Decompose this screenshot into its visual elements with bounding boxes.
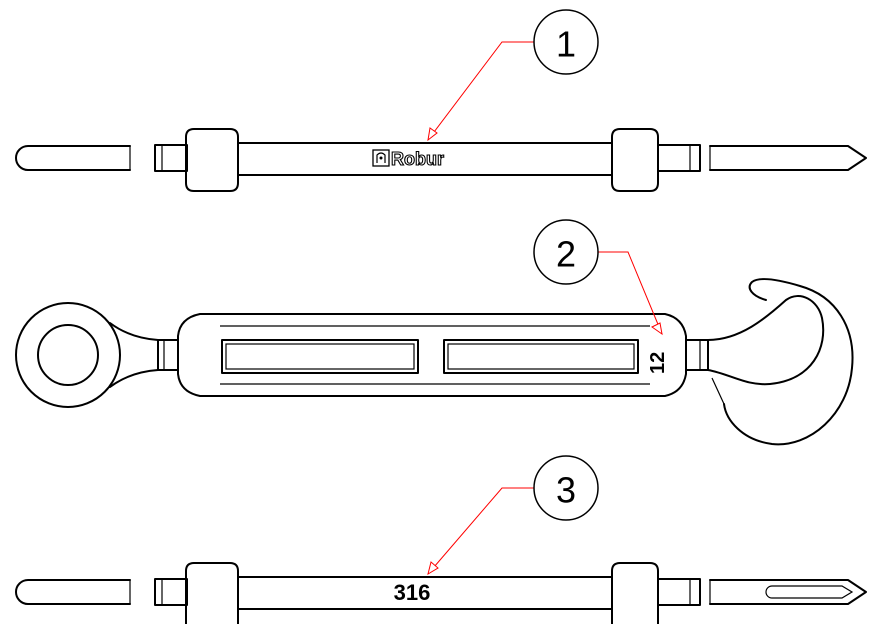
turnbuckle-body: 12 xyxy=(177,313,687,397)
callout-2-number: 2 xyxy=(556,234,576,275)
callout-1-number: 1 xyxy=(556,24,576,65)
turnbuckle-bottom-view: 316 xyxy=(15,562,867,624)
material-marking: 316 xyxy=(394,580,431,605)
turnbuckle-front-view: 12 xyxy=(15,278,854,446)
size-marking: 12 xyxy=(647,352,669,374)
robur-logo: Robur xyxy=(372,148,445,170)
callout-3: 3 xyxy=(427,455,599,576)
callout-1: 1 xyxy=(427,9,599,142)
hook-end xyxy=(685,278,854,446)
eye-end xyxy=(15,302,179,408)
callout-3-number: 3 xyxy=(556,470,576,511)
callout-2: 2 xyxy=(533,219,663,336)
turnbuckle-top-view: Robur xyxy=(15,128,867,192)
brand-text: Robur xyxy=(391,149,444,169)
